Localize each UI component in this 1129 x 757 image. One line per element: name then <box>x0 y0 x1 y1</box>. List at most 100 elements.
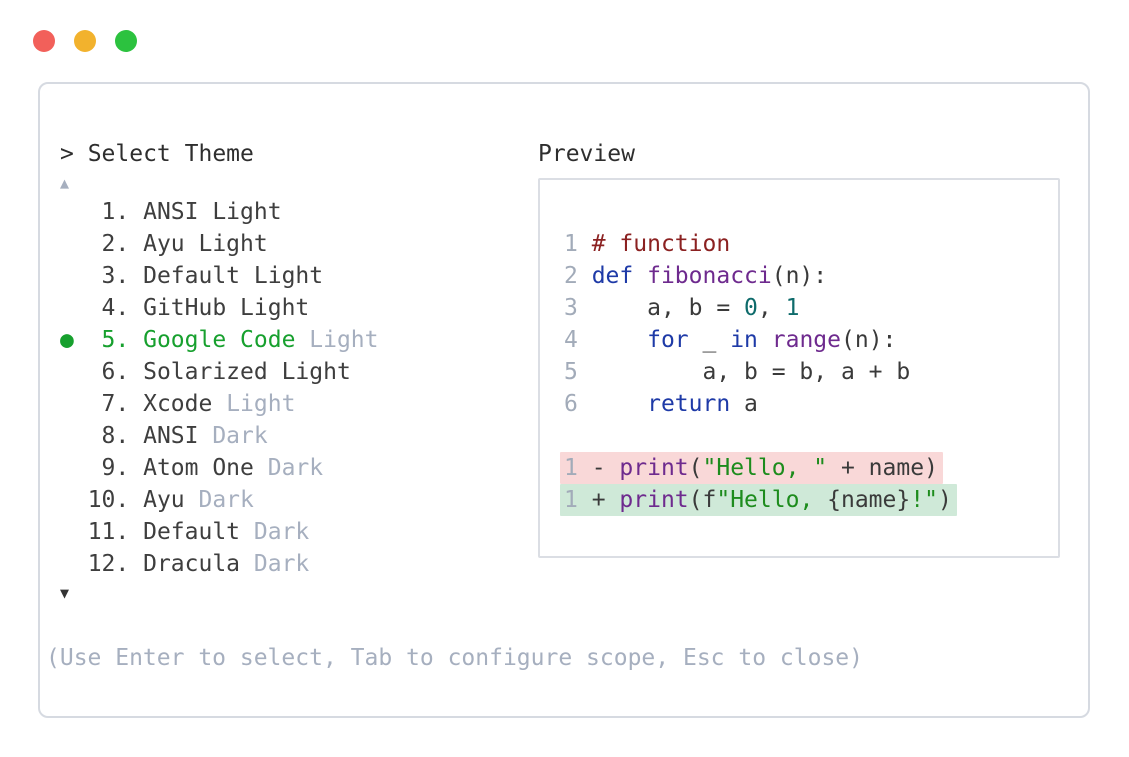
code-token: a <box>730 391 758 417</box>
theme-number: 8. <box>87 423 144 449</box>
theme-number: 5. <box>87 327 144 353</box>
theme-list-item[interactable]: 1. ANSI Light <box>60 196 538 228</box>
code-token: def <box>591 263 634 289</box>
theme-variant-label: Dark <box>184 487 254 513</box>
code-token <box>758 327 772 353</box>
theme-name: ANSI <box>143 423 199 449</box>
theme-variant-label: Light <box>295 327 379 353</box>
diff-sign: - <box>591 455 620 481</box>
code-token: 1 <box>785 295 800 321</box>
theme-list-item[interactable]: ● 5. Google Code Light <box>60 324 538 356</box>
code-token: + name) <box>827 455 938 481</box>
line-number: 3 <box>564 295 592 321</box>
code-line: 2 def fibonacci(n): <box>564 260 1048 292</box>
close-button[interactable] <box>33 30 55 52</box>
theme-list-item[interactable]: 2. Ayu Light <box>60 228 538 260</box>
code-token: "Hello, <box>716 487 828 513</box>
theme-name: Ayu Light <box>143 231 268 257</box>
code-token: in <box>730 327 758 353</box>
preview-title: Preview <box>538 141 635 167</box>
line-number: 6 <box>564 391 592 417</box>
theme-picker-dialog: > Select Theme ▲ 1. ANSI Light 2. Ayu Li… <box>38 82 1090 718</box>
line-number: 1 <box>564 231 592 257</box>
code-token: _ <box>688 327 731 353</box>
code-token: a, b = b, a + b <box>591 359 911 385</box>
theme-name: Dracula <box>143 551 241 577</box>
theme-name: Atom One <box>143 455 254 481</box>
code-token: (n): <box>841 327 897 353</box>
code-token: (f <box>688 487 717 513</box>
diff-line-removed: 1 - print("Hello, " + name) <box>560 452 1048 484</box>
code-token: for <box>647 327 689 353</box>
code-token <box>592 391 647 417</box>
theme-variant-label: Dark <box>198 423 268 449</box>
code-token: "Hello, " <box>702 455 828 481</box>
theme-name: ANSI Light <box>143 199 282 225</box>
theme-number: 7. <box>87 391 144 417</box>
theme-number: 1. <box>87 199 144 225</box>
theme-list-item[interactable]: 9. Atom One Dark <box>60 452 538 484</box>
theme-list-item[interactable]: 7. Xcode Light <box>60 388 538 420</box>
maximize-button[interactable] <box>115 30 137 52</box>
blank-line <box>564 420 1048 452</box>
minimize-button[interactable] <box>74 30 96 52</box>
code-token: # function <box>591 231 731 257</box>
code-token <box>633 263 647 289</box>
theme-number: 9. <box>87 455 144 481</box>
code-token: , <box>757 295 786 321</box>
selected-bullet-icon: ● <box>60 327 88 353</box>
theme-number: 12. <box>87 551 144 577</box>
theme-name: Solarized Light <box>143 359 351 385</box>
window-controls <box>33 30 137 52</box>
theme-number: 3. <box>87 263 144 289</box>
diff-highlight: 1 + print(f"Hello, {name}!") <box>560 484 957 516</box>
theme-list-item[interactable]: 8. ANSI Dark <box>60 420 538 452</box>
select-theme-prompt: > Select Theme <box>60 141 254 167</box>
theme-list-item[interactable]: 4. GitHub Light <box>60 292 538 324</box>
theme-list: 1. ANSI Light 2. Ayu Light 3. Default Li… <box>60 196 538 580</box>
theme-name: Xcode <box>143 391 213 417</box>
theme-name: Google Code <box>143 327 296 353</box>
code-token: !" <box>910 487 938 513</box>
code-token: {name} <box>827 487 911 513</box>
code-token: a, b = <box>591 295 745 321</box>
diff-sign: + <box>591 487 620 513</box>
theme-number: 2. <box>87 231 144 257</box>
diff-highlight: 1 - print("Hello, " + name) <box>560 452 943 484</box>
code-token: fibonacci <box>647 263 772 289</box>
theme-name: Default Light <box>143 263 324 289</box>
theme-list-item[interactable]: 10. Ayu Dark <box>60 484 538 516</box>
line-number: 1 <box>564 487 592 513</box>
theme-list-section: > Select Theme ▲ 1. ANSI Light 2. Ayu Li… <box>60 138 538 606</box>
theme-name: Default <box>143 519 241 545</box>
theme-list-item[interactable]: 11. Default Dark <box>60 516 538 548</box>
scroll-up-icon[interactable]: ▲ <box>60 174 70 192</box>
code-line: 1 # function <box>564 228 1048 260</box>
line-number: 4 <box>564 327 592 353</box>
theme-variant-label: Dark <box>253 455 324 481</box>
theme-number: 6. <box>87 359 144 385</box>
theme-name: Ayu <box>143 487 185 513</box>
code-token: range <box>771 327 841 353</box>
diff-line-added: 1 + print(f"Hello, {name}!") <box>560 484 1048 516</box>
code-line: 3 a, b = 0, 1 <box>564 292 1048 324</box>
code-token: ) <box>937 487 952 513</box>
code-line: 4 for _ in range(n): <box>564 324 1048 356</box>
line-number: 1 <box>564 455 592 481</box>
code-line: 5 a, b = b, a + b <box>564 356 1048 388</box>
theme-list-item[interactable]: 12. Dracula Dark <box>60 548 538 580</box>
theme-number: 11. <box>87 519 144 545</box>
code-token <box>592 327 647 353</box>
theme-list-item[interactable]: 3. Default Light <box>60 260 538 292</box>
keyboard-hint: (Use Enter to select, Tab to configure s… <box>46 645 863 671</box>
code-token: 0 <box>744 295 758 321</box>
code-token: ( <box>688 455 703 481</box>
line-number: 2 <box>564 263 592 289</box>
theme-variant-label: Dark <box>240 551 310 577</box>
theme-number: 4. <box>87 295 144 321</box>
scroll-down-icon[interactable]: ▼ <box>60 584 70 602</box>
theme-list-item[interactable]: 6. Solarized Light <box>60 356 538 388</box>
